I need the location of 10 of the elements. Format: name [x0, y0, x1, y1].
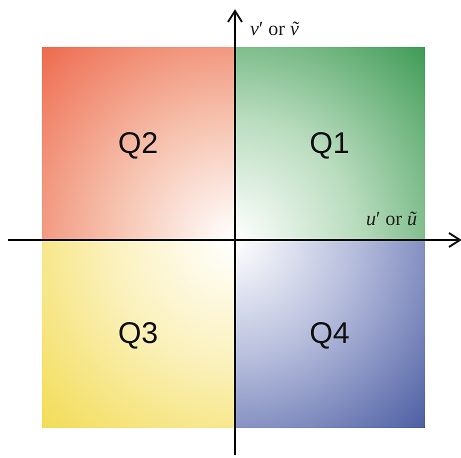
quadrant-panel [234, 47, 425, 240]
quadrant-label: Q1 [309, 126, 350, 160]
quadrant-label: Q3 [118, 317, 158, 351]
quadrant-panel [234, 240, 425, 428]
quadrant-panel [42, 47, 234, 240]
axis-label: v′ or ṽ [250, 18, 299, 41]
quadrant-label: Q4 [309, 317, 350, 351]
quadrant-label: Q2 [118, 126, 158, 160]
quadrant-panel [42, 240, 234, 428]
axis-label: u′ or ũ [366, 208, 418, 231]
